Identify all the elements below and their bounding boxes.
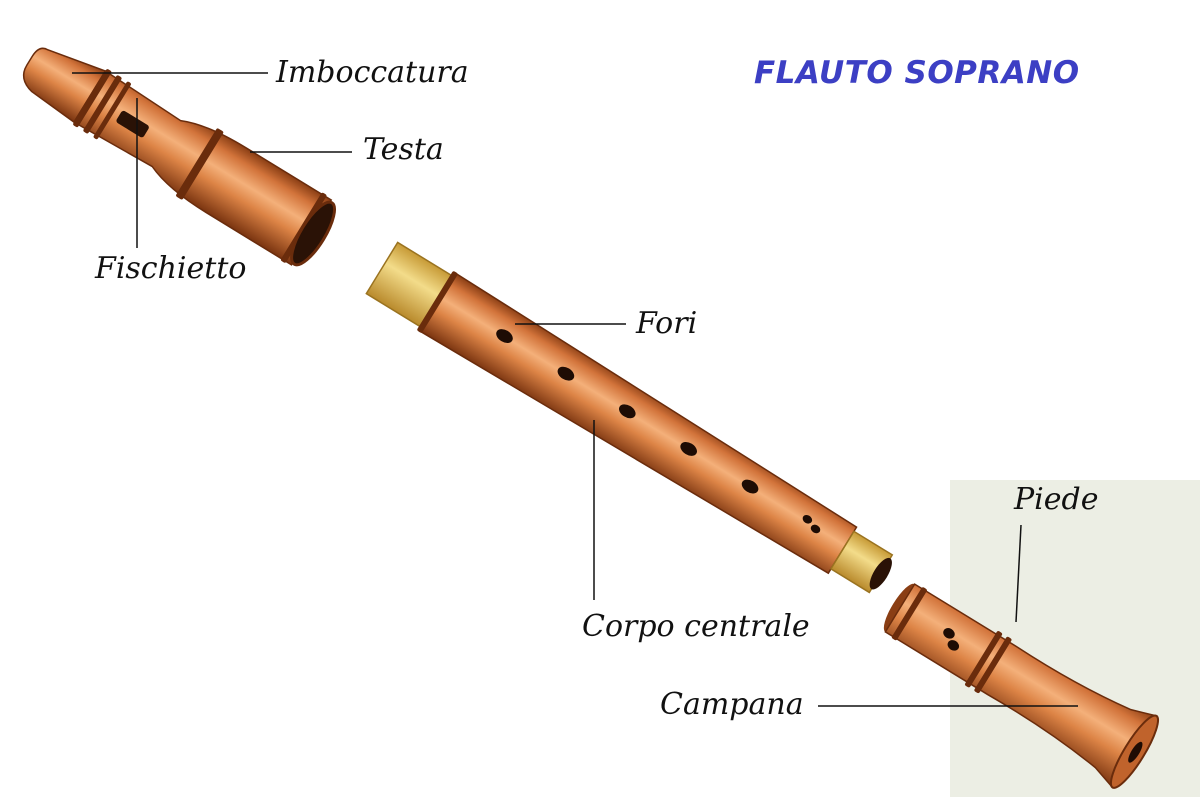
label-fischietto: Fischietto bbox=[95, 254, 246, 284]
label-piede: Piede bbox=[1014, 485, 1099, 515]
label-imboccatura: Imboccatura bbox=[276, 58, 469, 88]
middle-joint bbox=[364, 238, 905, 607]
label-fori: Fori bbox=[636, 309, 697, 339]
label-campana: Campana bbox=[660, 690, 804, 720]
diagram-title: FLAUTO SOPRANO bbox=[754, 58, 1080, 89]
label-testa: Testa bbox=[363, 135, 444, 165]
label-corpo-centrale: Corpo centrale bbox=[582, 612, 810, 642]
